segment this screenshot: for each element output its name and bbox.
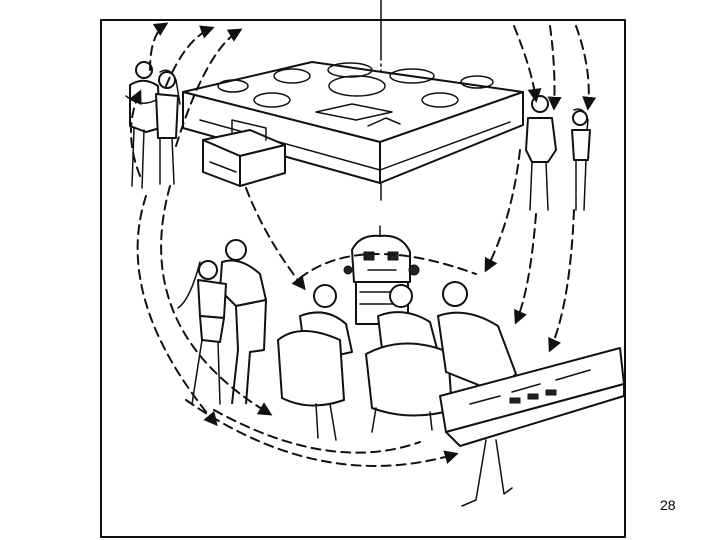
page-number: 28 (660, 497, 676, 513)
robot-figure (344, 226, 419, 324)
couple-top-left-figures (126, 62, 180, 188)
couple-top-right-figures (526, 96, 590, 210)
